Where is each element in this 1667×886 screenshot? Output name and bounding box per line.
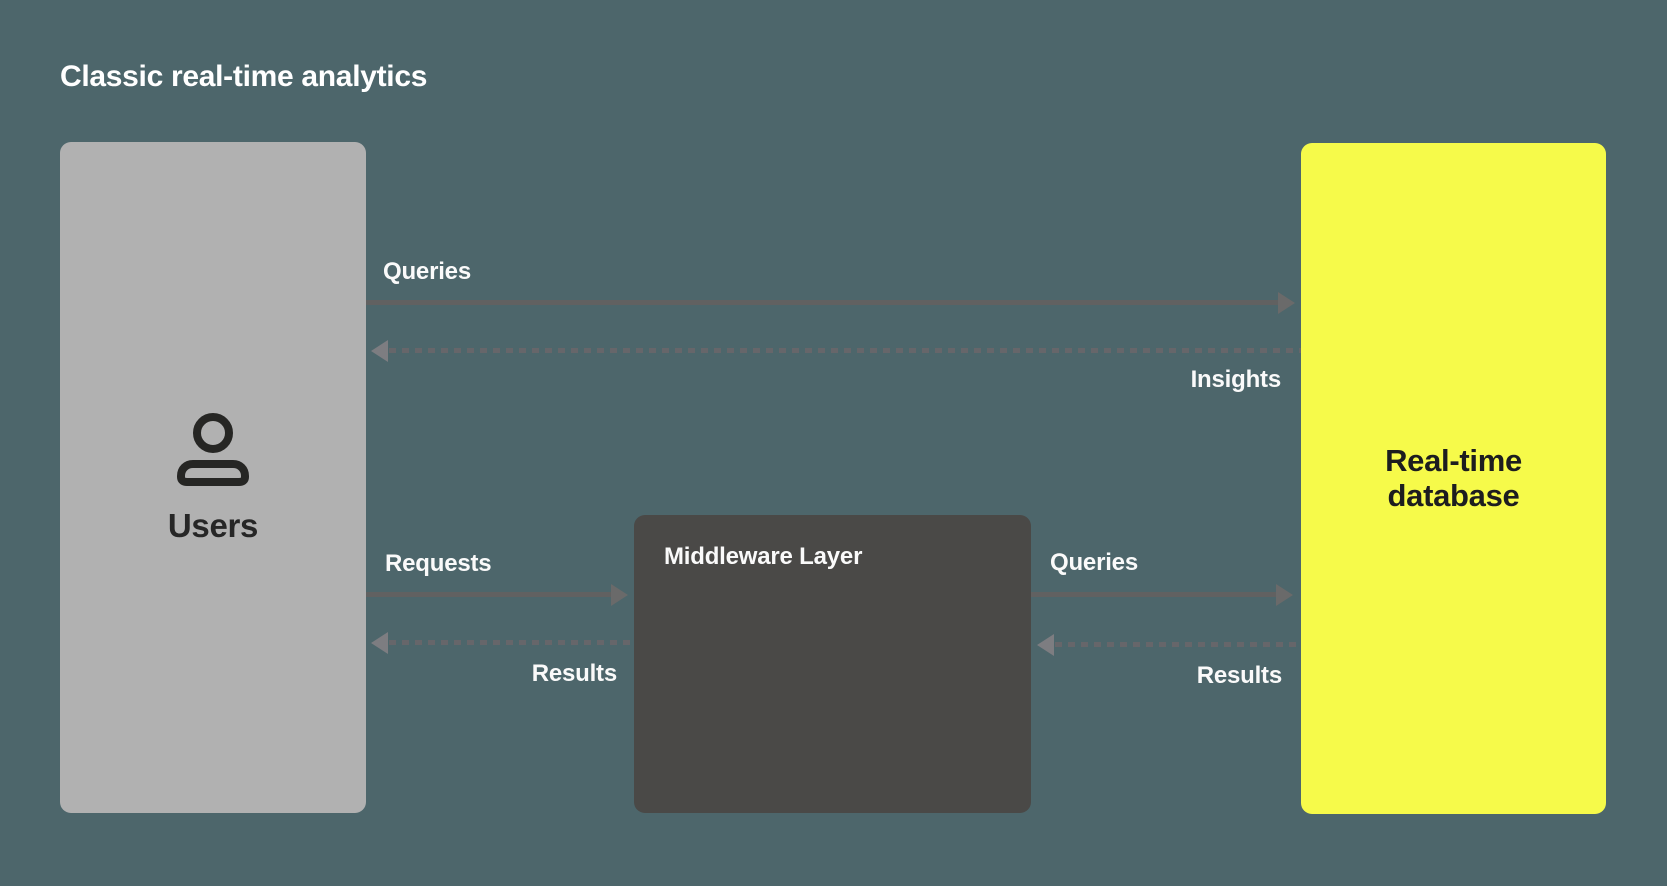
node-users: Users: [60, 142, 366, 813]
edge-label-queries-top: Queries: [383, 258, 471, 285]
edge-results-right-arrowhead-icon: [1037, 634, 1054, 656]
edge-label-queries-mid: Queries: [1050, 549, 1138, 576]
edge-queries-top-arrowhead-icon: [1278, 292, 1295, 314]
edge-requests-line: [366, 592, 612, 597]
edge-label-insights: Insights: [1190, 366, 1282, 393]
edge-insights-line: [389, 348, 1301, 353]
edge-queries-mid-line: [1031, 592, 1277, 597]
person-icon: [177, 411, 249, 489]
edge-label-results-right: Results: [1196, 662, 1282, 689]
edge-queries-mid-arrowhead-icon: [1276, 584, 1293, 606]
edge-requests-arrowhead-icon: [611, 584, 628, 606]
edge-results-right-line: [1055, 642, 1301, 647]
node-database: Real-time database: [1301, 143, 1606, 814]
edge-label-requests: Requests: [385, 550, 492, 577]
edge-queries-top-line: [366, 300, 1279, 305]
node-users-label: Users: [167, 506, 259, 544]
node-database-label: Real-time database: [1385, 443, 1522, 513]
edge-insights-arrowhead-icon: [371, 340, 388, 362]
diagram-title: Classic real-time analytics: [60, 60, 428, 93]
edge-label-results-left: Results: [531, 660, 617, 687]
edge-results-left-line: [389, 640, 634, 645]
node-middleware: Middleware Layer: [634, 515, 1031, 813]
edge-results-left-arrowhead-icon: [371, 632, 388, 654]
node-middleware-label: Middleware Layer: [664, 543, 863, 570]
